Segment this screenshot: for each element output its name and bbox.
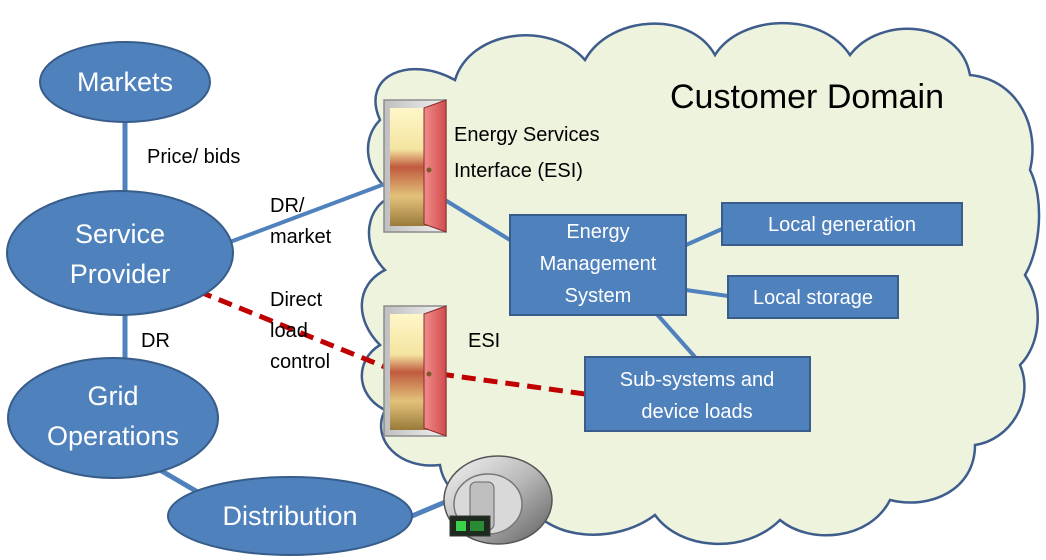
link-ems-storage: [685, 288, 729, 298]
door-icon: [383, 99, 447, 233]
box-subsystems-line2: device loads: [641, 401, 752, 423]
box-ems-line3: System: [565, 285, 632, 307]
box-subsystems-line1: Sub-systems and: [620, 369, 775, 391]
label-esi: ESI: [468, 330, 500, 352]
label-price-bids: Price/ bids: [147, 146, 240, 168]
direct-load-control-link-2: [439, 371, 586, 397]
box-subsystems: Sub-systems and device loads: [584, 356, 811, 432]
direct-load-control-link-1: [177, 280, 386, 370]
label-direct-load-control-line3: control: [270, 351, 330, 373]
node-markets: Markets: [39, 41, 211, 123]
link-ems-generation: [685, 227, 723, 247]
label-esi-top-line2: Interface (ESI): [454, 160, 583, 182]
node-grid-operations-line2: Operations: [47, 421, 179, 451]
box-ems: Energy Management System: [509, 214, 687, 316]
node-distribution: Distribution: [167, 476, 413, 556]
label-dr-market-line1: DR/: [270, 195, 305, 217]
label-dr-market-line2: market: [270, 226, 332, 248]
label-direct-load-control-line2: load: [270, 320, 308, 342]
node-grid-operations-line1: Grid: [87, 381, 138, 411]
node-markets-label: Markets: [77, 67, 173, 97]
box-ems-line2: Management: [540, 253, 657, 275]
node-distribution-label: Distribution: [222, 501, 357, 531]
box-local-storage-label: Local storage: [753, 287, 873, 309]
node-grid-operations: Grid Operations: [7, 357, 219, 479]
label-esi-top-line1: Energy Services: [454, 124, 600, 146]
meter-icon: [443, 455, 553, 545]
node-service-provider: Service Provider: [6, 190, 234, 316]
node-service-provider-line1: Service: [75, 219, 165, 249]
box-ems-line1: Energy: [566, 221, 629, 243]
customer-domain-title: Customer Domain: [670, 78, 944, 116]
box-local-generation-label: Local generation: [768, 214, 916, 236]
link-ems-subsystems: [653, 310, 697, 359]
customer-domain-cloud: Customer Domain: [360, 21, 1041, 546]
link-provider-esi: [229, 180, 391, 244]
box-local-storage: Local storage: [727, 275, 899, 319]
cloud-shape: [360, 21, 1041, 546]
link-esi-ems: [443, 198, 512, 242]
node-service-provider-line2: Provider: [70, 259, 171, 289]
label-dr: DR: [141, 330, 170, 352]
door-icon: [383, 305, 447, 437]
label-direct-load-control-line1: Direct: [270, 289, 323, 311]
box-local-generation: Local generation: [721, 202, 963, 246]
